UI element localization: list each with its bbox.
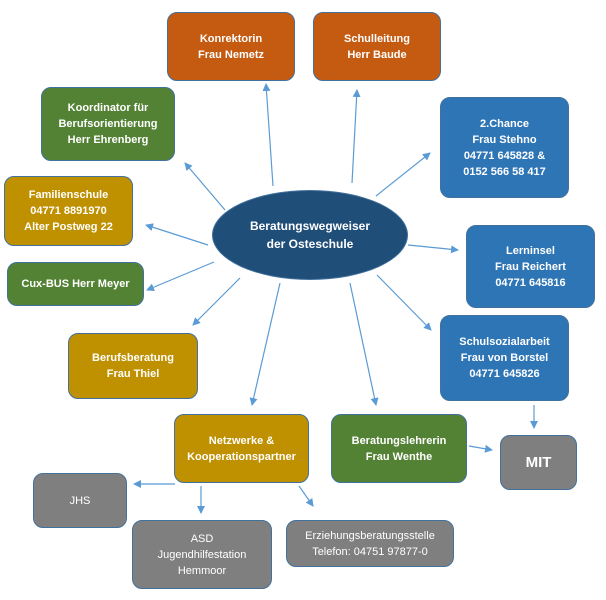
node-line: Frau Nemetz [197, 48, 265, 61]
node-line: 04771 645828 & [463, 149, 546, 162]
arrow-lerninsel [407, 244, 459, 254]
node-lerninsel: Lerninsel Frau Reichert 04771 645816 [466, 225, 595, 308]
node-line: 04771 8891970 [30, 205, 107, 217]
node-line: Lerninsel [506, 244, 555, 257]
node-line: Kooperationspartner [187, 450, 296, 463]
node-line: Frau Wenthe [365, 450, 433, 463]
node-line: 04771 645826 [469, 368, 540, 380]
node-line: Erziehungsberatungsstelle [305, 529, 435, 542]
node-familienschule: Familienschule 04771 8891970 Alter Postw… [4, 176, 133, 246]
node-line: Schulsozialarbeit [459, 336, 550, 348]
node-line: 2.Chance [480, 117, 529, 130]
node-line: Netzwerke & [208, 434, 275, 447]
node-line: 04771 645816 [495, 276, 566, 289]
node-jhs: JHS [33, 473, 127, 528]
node-line: Frau Thiel [106, 368, 160, 380]
node-line: 0152 566 58 417 [463, 165, 546, 178]
node-2-chance: 2.Chance Frau Stehno 04771 645828 & 0152… [440, 97, 569, 198]
arrow-mit-from-beratung [468, 444, 493, 453]
node-line: Frau Reichert [495, 260, 566, 273]
center-line: der Osteschule [266, 237, 354, 251]
node-cux-bus: Cux-BUS Herr Meyer [7, 262, 144, 306]
node-konrektorin: Konrektorin Frau Nemetz [167, 12, 295, 81]
arrow-schulsozialarbeit [376, 274, 432, 331]
node-schulleitung: Schulleitung Herr Baude [313, 12, 441, 81]
node-line: Herr Baude [347, 48, 407, 61]
node-berufsberatung: Berufsberatung Frau Thiel [68, 333, 198, 399]
node-line: MIT [525, 453, 552, 471]
node-line: JHS [69, 494, 91, 507]
node-line: Konrektorin [199, 32, 263, 45]
node-line: Hemmoor [177, 564, 227, 577]
arrow-koordinator [184, 162, 226, 211]
arrow-cuxbus [146, 261, 215, 291]
arrow-beratungslehrerin [349, 282, 379, 406]
node-netzwerke: Netzwerke & Kooperationspartner [174, 414, 309, 483]
node-schulsozialarbeit: Schulsozialarbeit Frau von Borstel 04771… [440, 315, 569, 401]
arrow-erziehung [298, 485, 314, 507]
node-line: Alter Postweg 22 [24, 221, 113, 233]
center-line: Beratungswegweiser [249, 219, 371, 233]
node-erziehungsberatungsstelle: Erziehungsberatungsstelle Telefon: 04751… [286, 520, 454, 567]
arrow-netzwerke [249, 282, 281, 406]
arrow-berufsberatung [192, 277, 241, 326]
node-line: ASD [190, 532, 214, 545]
node-line: Cux-BUS Herr Meyer [21, 278, 130, 290]
node-line: Frau von Borstel [460, 352, 549, 364]
node-line: Familienschule [28, 189, 109, 201]
node-line: Herr Ehrenberg [67, 134, 149, 146]
arrow-chance [375, 152, 431, 197]
node-line: Koordinator für [67, 102, 149, 114]
node-asd: ASD Jugendhilfestation Hemmoor [132, 520, 272, 589]
node-line: Frau Stehno [472, 133, 537, 146]
arrow-familienschule [145, 223, 209, 246]
node-line: Telefon: 04751 97877-0 [312, 545, 428, 558]
node-line: Beratungslehrerin [351, 434, 447, 447]
center-node: Beratungswegweiser der Osteschule [212, 190, 408, 280]
node-line: Schulleitung [344, 32, 410, 45]
node-mit: MIT [500, 435, 577, 490]
node-koordinator: Koordinator für Berufsorientierung Herr … [41, 87, 175, 161]
node-line: Berufsberatung [92, 352, 174, 364]
node-line: Berufsorientierung [58, 118, 158, 130]
arrow-konrektorin [262, 83, 274, 187]
node-beratungslehrerin: Beratungslehrerin Frau Wenthe [331, 414, 467, 483]
node-line: Jugendhilfestation [157, 548, 247, 561]
arrow-schulleitung [351, 89, 361, 184]
